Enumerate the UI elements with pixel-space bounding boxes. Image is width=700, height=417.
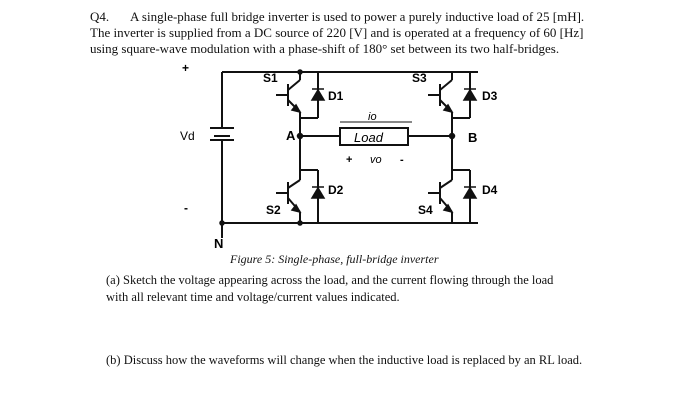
bottom-node-left-dot bbox=[297, 220, 303, 226]
dc-plus-label: + bbox=[182, 61, 189, 75]
s4-collector bbox=[439, 179, 453, 189]
top-node-left-dot bbox=[297, 69, 303, 75]
vo-label: vo bbox=[370, 154, 382, 166]
node-b-dot bbox=[448, 132, 456, 140]
s3-label: S3 bbox=[412, 71, 427, 85]
part-a-line-1: (a) Sketch the voltage appearing across … bbox=[106, 273, 554, 287]
s4-label: S4 bbox=[418, 203, 433, 217]
d3-label: D3 bbox=[482, 89, 498, 103]
node-a-label: A bbox=[286, 128, 296, 143]
question-line-3: using square-wave modulation with a phas… bbox=[90, 41, 560, 56]
d2-label: D2 bbox=[328, 183, 344, 197]
node-b-label: B bbox=[468, 130, 477, 145]
vo-plus-label: + bbox=[346, 154, 352, 166]
s3-collector bbox=[439, 79, 453, 91]
d4-label: D4 bbox=[482, 183, 498, 197]
question-number: Q4. bbox=[90, 9, 110, 24]
part-a-line-2: with all relevant time and voltage/curre… bbox=[106, 290, 400, 304]
d3-diode-icon bbox=[462, 88, 478, 101]
s2-collector bbox=[287, 179, 301, 189]
s1-label: S1 bbox=[263, 71, 278, 85]
node-n-label: N bbox=[214, 236, 223, 251]
io-label: io bbox=[368, 111, 377, 123]
figure-caption: Figure 5: Single-phase, full-bridge inve… bbox=[230, 252, 439, 266]
d1-diode-icon bbox=[310, 88, 326, 101]
s4-emitter-arrow-icon bbox=[442, 203, 454, 214]
full-bridge-circuit-diagram: + - Vd S1 S2 S3 S4 D1 D2 D3 D4 A B N io … bbox=[180, 61, 498, 251]
dc-minus-label: - bbox=[184, 201, 188, 215]
s2-emitter-arrow-icon bbox=[290, 203, 302, 214]
node-a-dot bbox=[296, 132, 304, 140]
d2-diode-icon bbox=[310, 186, 326, 199]
d1-label: D1 bbox=[328, 89, 344, 103]
vd-label: Vd bbox=[180, 129, 195, 143]
s1-emitter-arrow-icon bbox=[290, 103, 302, 114]
d4-diode-icon bbox=[462, 186, 478, 199]
s1-collector bbox=[287, 79, 301, 91]
s3-emitter-arrow-icon bbox=[442, 103, 454, 114]
part-b-line-1: (b) Discuss how the waveforms will chang… bbox=[106, 353, 583, 367]
load-label: Load bbox=[354, 130, 384, 145]
s2-label: S2 bbox=[266, 203, 281, 217]
vo-minus-label: - bbox=[400, 154, 404, 166]
question-line-2: The inverter is supplied from a DC sourc… bbox=[90, 25, 584, 40]
n-node-dot bbox=[219, 220, 225, 226]
question-line-1: A single-phase full bridge inverter is u… bbox=[130, 9, 585, 24]
load-box bbox=[339, 127, 409, 146]
